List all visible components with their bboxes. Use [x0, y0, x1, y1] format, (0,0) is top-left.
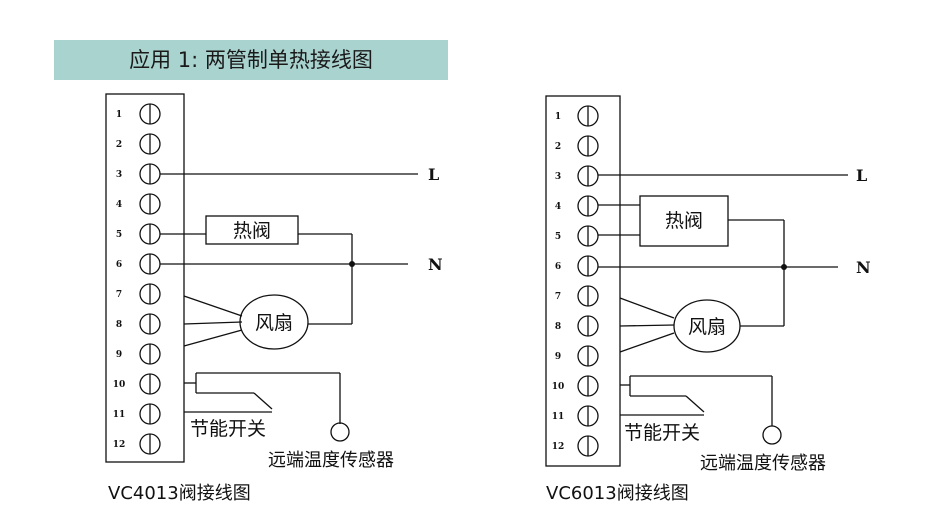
terminal-number: 8: [116, 320, 122, 330]
neutral-label-1: N: [428, 255, 443, 274]
terminal-number: 7: [555, 292, 561, 302]
terminal-block-2: [545, 95, 621, 467]
fan-label-1: 风扇: [255, 312, 293, 334]
terminal-number: 9: [116, 350, 122, 360]
valve-box-2: [639, 195, 729, 247]
terminal-number: 1: [116, 110, 122, 120]
terminal-number: 3: [116, 170, 122, 180]
title-banner: [54, 40, 448, 80]
terminal-number: 11: [113, 410, 126, 420]
terminal-number: 2: [555, 142, 561, 152]
terminal-number: 3: [555, 172, 561, 182]
diagram-vc4013: [105, 93, 418, 463]
sensor-1: [330, 422, 350, 442]
switch-label-2: 节能开关: [624, 422, 700, 444]
terminal-screws-2: [577, 105, 599, 457]
terminal-number: 6: [116, 260, 122, 270]
valve-label-2: 热阀: [665, 210, 703, 232]
caption-2: VC6013阀接线图: [546, 483, 689, 504]
live-label-1: L: [428, 165, 439, 184]
page-title: 应用 1: 两管制单热接线图: [129, 48, 373, 72]
terminal-number: 10: [113, 380, 126, 390]
terminal-number: 5: [555, 232, 561, 242]
neutral-label-2: N: [856, 258, 871, 277]
terminal-number: 2: [116, 140, 122, 150]
terminal-number: 12: [113, 440, 126, 450]
junction-dot-2: [781, 264, 787, 270]
terminal-number: 10: [552, 382, 565, 392]
terminal-number: 11: [552, 412, 565, 422]
sensor-label-2: 远端温度传感器: [700, 453, 826, 474]
valve-label-1: 热阀: [233, 220, 271, 242]
terminal-number: 9: [555, 352, 561, 362]
terminal-number: 8: [555, 322, 561, 332]
terminal-number: 6: [555, 262, 561, 272]
terminal-number: 7: [116, 290, 122, 300]
live-label-2: L: [856, 166, 867, 185]
terminal-number: 5: [116, 230, 122, 240]
sensor-label-1: 远端温度传感器: [268, 450, 394, 471]
diagram-vc6013: [545, 95, 848, 467]
junction-dot-1: [349, 261, 355, 267]
sensor-2: [762, 425, 782, 445]
switch-label-1: 节能开关: [190, 418, 266, 440]
terminal-number: 4: [116, 200, 122, 210]
terminal-number: 1: [555, 112, 561, 122]
terminal-number: 4: [555, 202, 561, 212]
fan-label-2: 风扇: [688, 316, 726, 338]
terminal-block-1: [105, 93, 185, 463]
valve-box-1: [205, 215, 299, 245]
caption-1: VC4013阀接线图: [108, 483, 251, 504]
terminal-number: 12: [552, 442, 565, 452]
terminal-screws-1: [139, 103, 161, 455]
fan-circle-1: [239, 294, 309, 350]
